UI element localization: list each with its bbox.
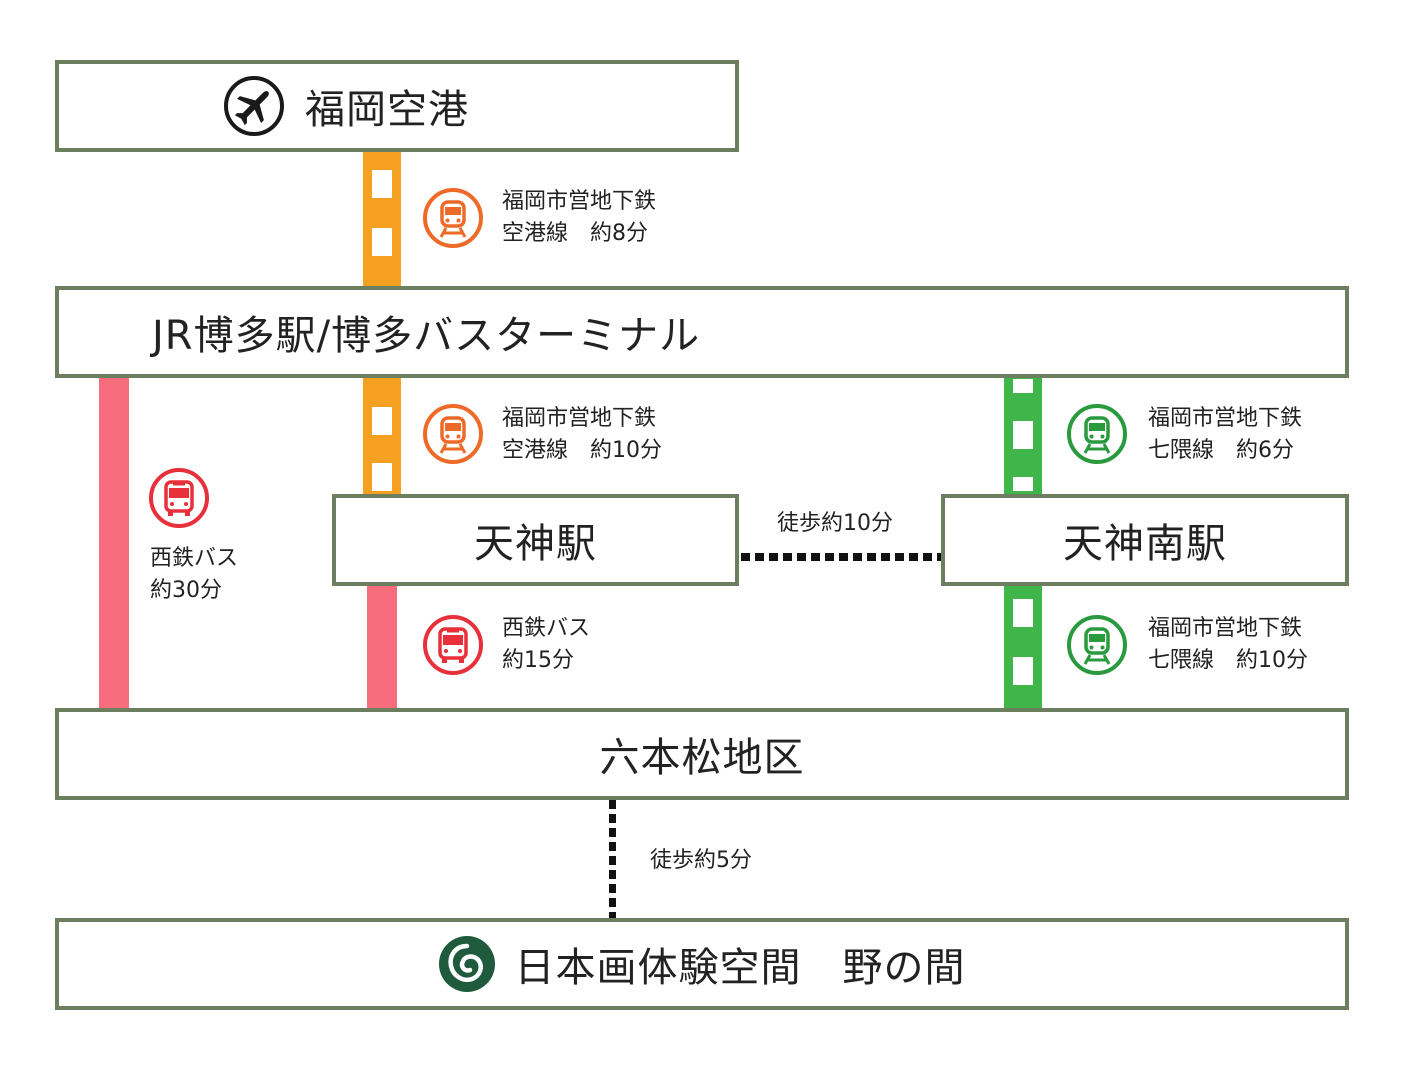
station-hakata: JR博多駅/博多バスターミナル	[55, 286, 1349, 378]
nanakuma-line-hakata-tenjinminami	[1004, 375, 1042, 497]
route-line-name: 福岡市営地下鉄	[502, 406, 657, 431]
route-duration: 空港線 約10分	[502, 438, 662, 463]
walk-roppon-label: 徒歩約5分	[650, 848, 752, 873]
bus-icon	[149, 468, 209, 528]
route-hakata-roppon-bus-label: 西鉄バス 約30分	[150, 543, 238, 607]
route-tenjin-roppon-bus-label: 西鉄バス 約15分	[502, 613, 590, 677]
route-line-name: 西鉄バス	[150, 546, 239, 571]
route-line-name: 福岡市営地下鉄	[502, 189, 657, 214]
subway-train-icon	[423, 188, 483, 248]
station-hakata-label: JR博多駅/博多バスターミナル	[152, 313, 701, 359]
bus-line-tenjin-roppon	[367, 583, 397, 709]
destination-label: 日本画体験空間 野の間	[514, 945, 966, 991]
station-airport: 福岡空港	[55, 60, 739, 152]
bus-icon	[423, 615, 483, 675]
destination-nonoma: 日本画体験空間 野の間	[55, 918, 1349, 1010]
kuko-line-airport-hakata	[363, 150, 401, 290]
route-duration: 約15分	[502, 648, 574, 673]
nonoma-logo-icon	[438, 936, 495, 992]
subway-train-icon	[423, 404, 483, 464]
station-tenjin: 天神駅	[332, 494, 739, 586]
bus-line-hakata-roppon	[99, 375, 129, 709]
route-hakata-tenjin-label: 福岡市営地下鉄 空港線 約10分	[502, 403, 662, 467]
kuko-line-hakata-tenjin	[363, 375, 401, 497]
route-duration: 約30分	[150, 578, 222, 603]
route-airport-hakata-label: 福岡市営地下鉄 空港線 約8分	[502, 186, 656, 250]
airplane-icon	[224, 76, 284, 136]
route-line-name: 西鉄バス	[502, 616, 591, 641]
walk-line-tenjin-tenjinminami	[741, 553, 943, 561]
walk-line-roppon-destination	[609, 800, 616, 918]
route-line-name: 福岡市営地下鉄	[1148, 406, 1303, 431]
station-tenjin-minami: 天神南駅	[941, 494, 1349, 586]
route-duration: 七隈線 約6分	[1148, 438, 1294, 463]
route-duration: 空港線 約8分	[502, 221, 648, 246]
station-roppommatsu-label: 六本松地区	[599, 735, 805, 781]
walk-tenjin-label: 徒歩約10分	[777, 511, 893, 536]
route-duration: 七隈線 約10分	[1148, 648, 1308, 673]
station-roppommatsu: 六本松地区	[55, 708, 1349, 800]
route-hakata-tenjinminami-label: 福岡市営地下鉄 七隈線 約6分	[1148, 403, 1302, 467]
subway-train-icon	[1067, 615, 1127, 675]
nanakuma-line-tenjinminami-roppon	[1004, 583, 1042, 709]
station-tenjin-minami-label: 天神南駅	[1063, 521, 1227, 567]
route-tenjinminami-roppon-label: 福岡市営地下鉄 七隈線 約10分	[1148, 613, 1308, 677]
station-airport-label: 福岡空港	[305, 87, 469, 133]
route-line-name: 福岡市営地下鉄	[1148, 616, 1303, 641]
subway-train-icon	[1067, 404, 1127, 464]
station-tenjin-label: 天神駅	[474, 521, 597, 567]
